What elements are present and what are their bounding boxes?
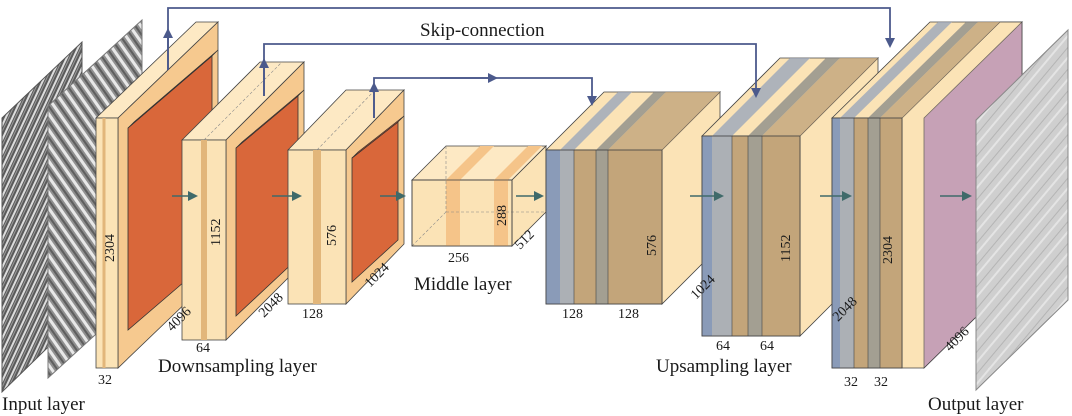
d2-height: 1152 [209,219,224,246]
u1-channels-b: 128 [618,307,639,322]
skip-arrow-3 [373,77,597,118]
down-block-3 [287,89,405,305]
upsampling-layer-label: Upsampling layer [656,356,792,377]
d2-channels: 64 [196,341,210,356]
u3-channels-b: 32 [874,375,888,390]
u1-channels-a: 128 [562,307,583,322]
u3-channels-a: 32 [844,375,858,390]
u3-height: 2304 [881,236,896,264]
d3-height: 576 [325,225,340,246]
d3-channels: 128 [302,307,323,322]
mid-height: 288 [495,205,510,226]
u1-height: 576 [645,235,660,256]
output-image [975,28,1069,392]
mid-channels: 256 [448,251,469,266]
up-block-1 [545,91,721,305]
u2-channels-a: 64 [716,339,730,354]
skip-connections [163,7,895,118]
output-layer-label: Output layer [928,394,1024,415]
skip-connection-label: Skip-connection [420,20,545,41]
downsampling-layer-label: Downsampling layer [158,356,318,377]
d1-channels: 32 [98,373,112,388]
skip-arrow-2 [263,43,761,98]
middle-block [411,145,547,247]
u2-channels-b: 64 [760,339,774,354]
d1-height: 2304 [103,234,118,262]
input-layer-label: Input layer [2,394,86,415]
layer-labels: Input layer Downsampling layer Middle la… [2,20,1024,415]
middle-layer-label: Middle layer [414,274,512,295]
u2-height: 1152 [779,235,794,262]
